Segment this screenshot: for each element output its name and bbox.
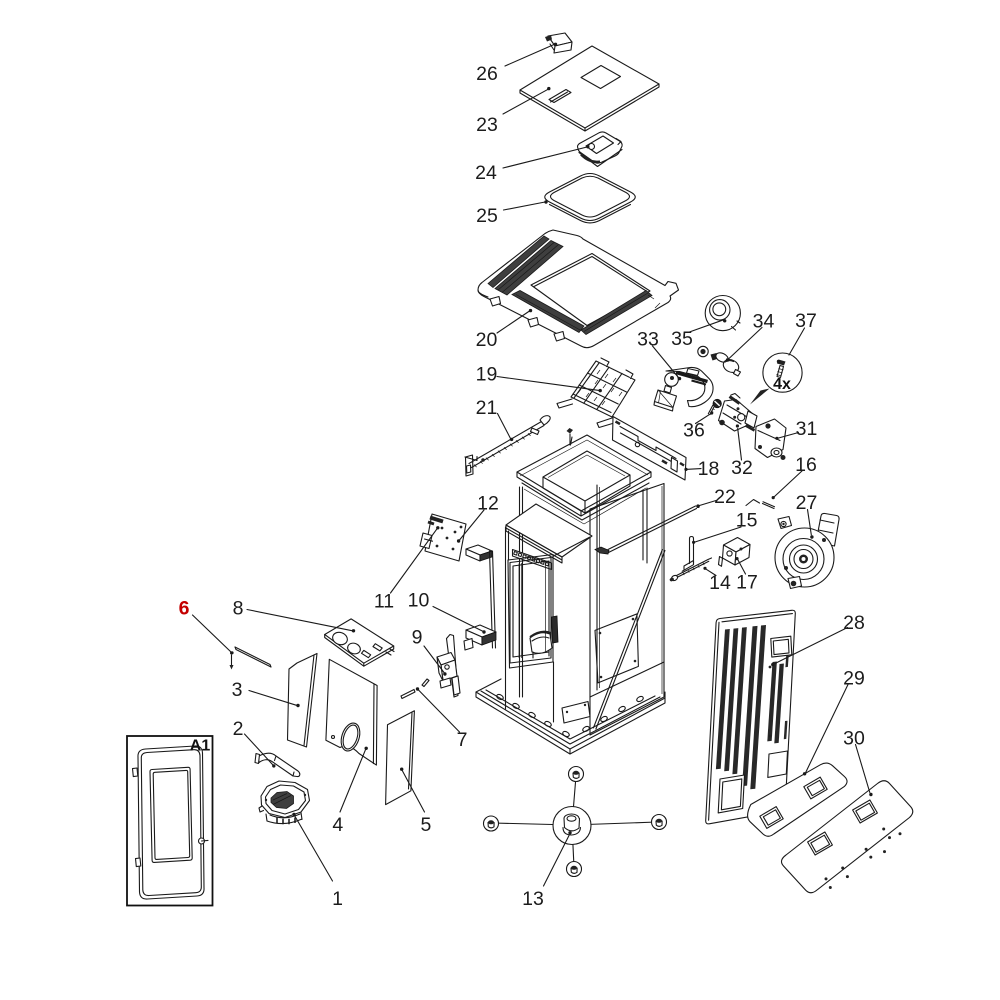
svg-text:1: 1 bbox=[332, 888, 343, 910]
svg-text:2: 2 bbox=[233, 718, 244, 740]
svg-text:4x: 4x bbox=[773, 376, 791, 393]
svg-text:34: 34 bbox=[753, 310, 775, 332]
svg-text:11: 11 bbox=[374, 591, 394, 613]
svg-text:7: 7 bbox=[457, 729, 468, 751]
svg-text:20: 20 bbox=[476, 329, 498, 351]
svg-text:12: 12 bbox=[477, 493, 499, 515]
svg-text:24: 24 bbox=[475, 162, 497, 184]
svg-text:15: 15 bbox=[736, 510, 758, 532]
svg-text:27: 27 bbox=[796, 492, 818, 514]
svg-text:29: 29 bbox=[843, 668, 865, 690]
svg-text:25: 25 bbox=[476, 205, 498, 227]
svg-text:6: 6 bbox=[179, 598, 190, 620]
svg-text:3: 3 bbox=[232, 679, 243, 701]
svg-text:4: 4 bbox=[332, 814, 343, 836]
svg-text:18: 18 bbox=[698, 458, 720, 480]
svg-text:14: 14 bbox=[709, 572, 731, 594]
svg-text:22: 22 bbox=[714, 486, 736, 508]
svg-text:10: 10 bbox=[408, 590, 430, 612]
svg-text:37: 37 bbox=[795, 310, 817, 332]
svg-text:13: 13 bbox=[522, 888, 544, 910]
svg-text:33: 33 bbox=[637, 329, 659, 351]
svg-text:35: 35 bbox=[671, 328, 693, 350]
svg-text:9: 9 bbox=[412, 627, 423, 649]
svg-text:17: 17 bbox=[736, 572, 758, 594]
svg-text:8: 8 bbox=[233, 598, 244, 620]
svg-text:21: 21 bbox=[476, 397, 498, 419]
svg-text:A1: A1 bbox=[190, 738, 211, 755]
svg-text:32: 32 bbox=[731, 457, 753, 479]
svg-text:5: 5 bbox=[420, 814, 431, 836]
svg-text:36: 36 bbox=[683, 420, 705, 442]
svg-text:19: 19 bbox=[476, 364, 498, 386]
svg-text:26: 26 bbox=[476, 63, 498, 85]
svg-text:31: 31 bbox=[796, 418, 818, 440]
svg-text:23: 23 bbox=[476, 114, 498, 136]
svg-text:16: 16 bbox=[795, 454, 817, 476]
svg-text:30: 30 bbox=[843, 728, 865, 750]
svg-text:28: 28 bbox=[843, 612, 865, 634]
